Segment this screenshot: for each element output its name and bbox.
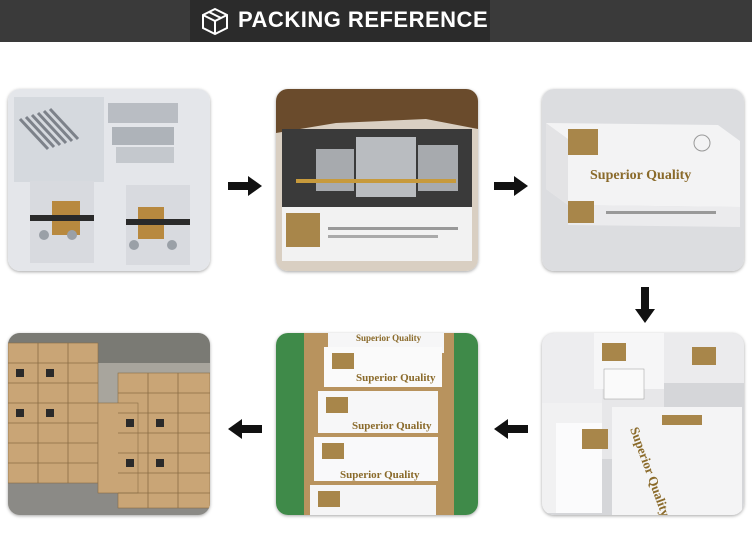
box-label: Superior Quality	[356, 372, 436, 384]
arrow-right-icon	[228, 176, 262, 196]
box-icon	[202, 7, 228, 36]
box-label: Superior Quality	[590, 168, 691, 183]
box-label: Superior Quality	[356, 333, 422, 343]
stacked-boxes-photo: Superior Quality	[542, 333, 744, 515]
boxes-in-carton-photo: Superior Quality Superior Quality Superi…	[276, 333, 478, 515]
page-title: PACKING REFERENCE	[238, 7, 489, 32]
arrow-right-icon	[494, 176, 528, 196]
header-bar: PACKING REFERENCE	[0, 0, 752, 42]
box-label: Superior Quality	[340, 469, 420, 481]
open-carton-photo	[276, 89, 478, 271]
arrow-left-icon	[228, 419, 262, 439]
arrow-down-icon	[635, 287, 655, 323]
header-title-band	[190, 0, 490, 42]
closed-box-photo: Superior Quality	[542, 89, 744, 271]
warehouse-pallets-photo	[8, 333, 210, 515]
bagged-parts-photo	[8, 89, 210, 271]
arrow-left-icon	[494, 419, 528, 439]
box-label: Superior Quality	[352, 420, 432, 432]
